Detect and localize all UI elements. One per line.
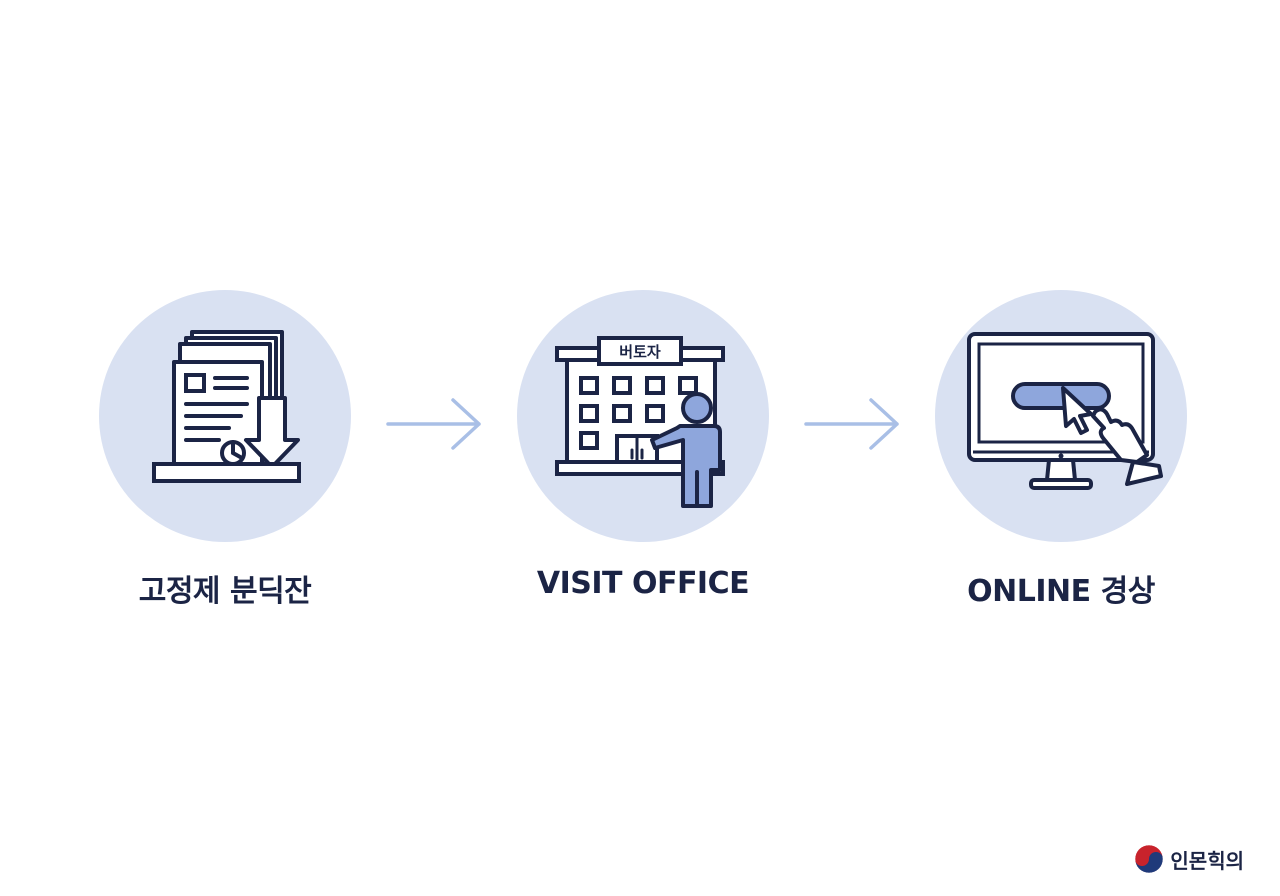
person-icon xyxy=(650,392,722,508)
step-visit-office: 버토자 VI xyxy=(517,290,769,601)
monitor-click-icon xyxy=(967,332,1163,490)
step-circle xyxy=(935,290,1187,542)
step-circle: 버토자 xyxy=(517,290,769,542)
arrow-right-icon xyxy=(386,398,481,450)
step-circle xyxy=(99,290,351,542)
step-label: ONLINE 경상 xyxy=(967,574,1155,609)
brand-logo: 인몬힉의 xyxy=(1134,844,1244,874)
office-building-icon: 버토자 xyxy=(555,336,725,508)
step-label: VISIT OFFICE xyxy=(536,566,750,601)
step-documents: 고정제 분딕잔 xyxy=(99,290,351,610)
step-label: 고정제 분딕잔 xyxy=(138,574,312,609)
arrow-right-icon xyxy=(804,398,899,450)
taegeuk-logo-icon xyxy=(1135,844,1164,874)
step-online: ONLINE 경상 xyxy=(935,290,1187,610)
document-download-icon xyxy=(152,330,301,483)
brand-text: 인몬힉의 xyxy=(1170,848,1244,873)
building-sign-text: 버토자 xyxy=(619,343,661,361)
